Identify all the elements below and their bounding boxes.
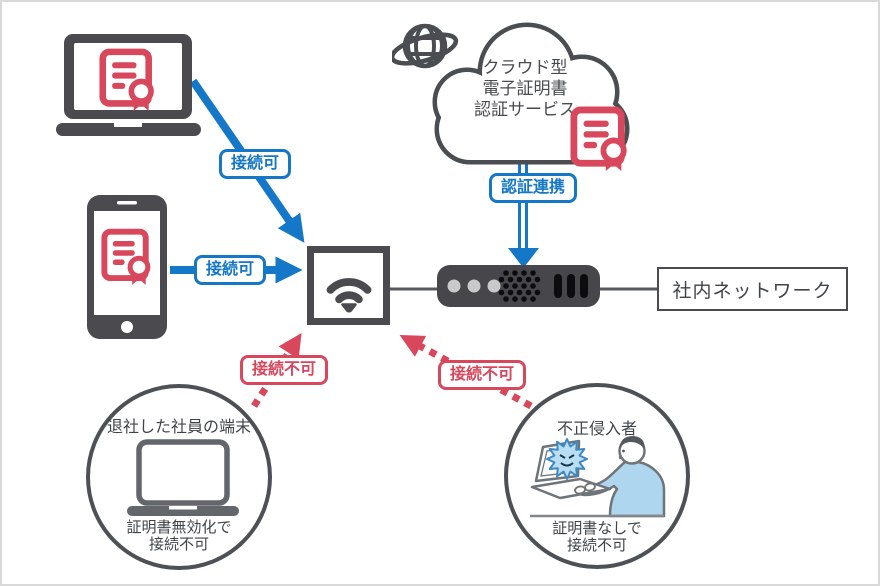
auth-link-label: 認証連携: [489, 173, 578, 204]
former-employee-caption: 証明書無効化で 接続不可: [86, 519, 272, 553]
certificate-icon: [104, 232, 147, 285]
internal-network-box: 社内ネットワーク: [657, 267, 848, 311]
intruder-illustration: [530, 436, 666, 518]
caption-line: 証明書なしで: [552, 520, 642, 537]
internal-network-label: 社内ネットワーク: [672, 280, 833, 302]
wifi-access-point: [307, 246, 390, 325]
intruder-title: 不正侵入者: [556, 421, 637, 438]
smartphone-icon: [87, 195, 167, 339]
virus-icon: [546, 438, 588, 480]
deny-label-left: 接続不可: [240, 355, 329, 386]
cloud-service-label: クラウド型 電子証明書 認証サービス: [445, 57, 605, 120]
wifi-icon: [326, 277, 371, 312]
intruder-caption: 証明書なしで 接続不可: [504, 520, 690, 554]
certificate-icon: [570, 106, 632, 172]
caption-line: 接続不可: [566, 537, 627, 554]
certificate-icon: [103, 52, 151, 111]
connect-ok-label-phone: 接続可: [194, 255, 267, 286]
cloud-label-line1: クラウド型: [482, 58, 568, 77]
cloud-label-line3: 認証サービス: [474, 100, 576, 119]
deny-label-right: 接続不可: [438, 360, 527, 391]
globe-icon: [392, 23, 459, 69]
router-icon: [437, 265, 600, 307]
laptop-icon: [56, 34, 201, 136]
laptop-outline-icon: [127, 439, 239, 516]
caption-line: 証明書無効化で: [126, 519, 232, 536]
caption-line: 接続不可: [148, 536, 209, 553]
vent-dots: [498, 270, 541, 302]
connect-ok-label-laptop: 接続可: [219, 149, 292, 180]
former-employee-title: 退社した社員の端末: [106, 419, 251, 436]
cloud-label-line2: 電子証明書: [482, 79, 568, 98]
